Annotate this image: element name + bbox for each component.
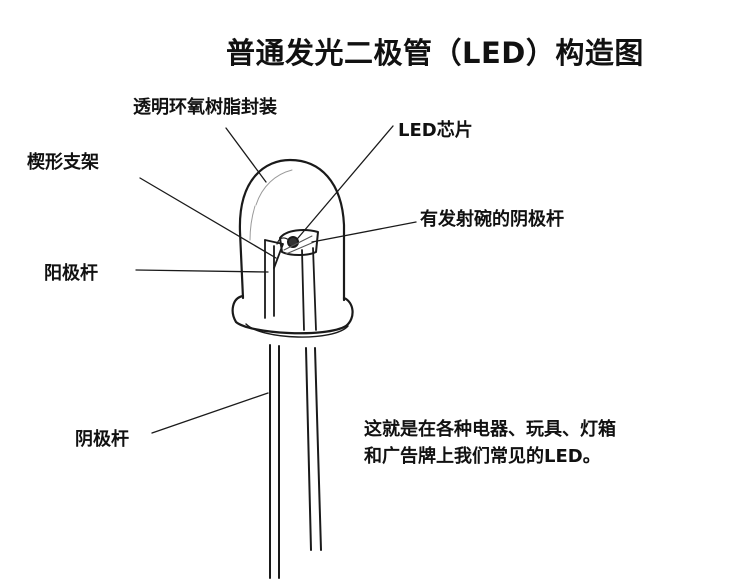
page-title: 普通发光二极管（LED）构造图 <box>226 36 644 70</box>
label-encapsulation: 透明环氧树脂封装 <box>133 97 277 118</box>
description: 这就是在各种电器、玩具、灯箱 和广告牌上我们常见的LED。 <box>364 416 616 470</box>
label-cathode-with-cup: 有发射碗的阴极杆 <box>420 209 564 230</box>
leader-cathode <box>151 392 269 434</box>
leader-encapsulation <box>225 127 267 183</box>
anode-lead <box>269 344 280 579</box>
bond-wire <box>276 237 290 245</box>
leader-cathode-cup <box>311 221 417 243</box>
label-anode: 阳极杆 <box>44 263 98 284</box>
cup-shade <box>283 235 315 255</box>
label-wedge-support: 楔形支架 <box>27 152 99 173</box>
internal-cathode-post <box>301 247 317 331</box>
leader-anode <box>135 269 269 273</box>
description-line-1: 这就是在各种电器、玩具、灯箱 <box>364 419 616 440</box>
led-flange <box>231 294 354 335</box>
label-led-chip: LED芯片 <box>398 120 473 141</box>
dome-highlight-2 <box>249 205 256 241</box>
wedge-support <box>264 239 284 269</box>
label-cathode: 阴极杆 <box>75 429 129 450</box>
led-flange-bottom <box>245 323 349 338</box>
dome-highlight <box>255 169 293 206</box>
reflector-cup <box>279 229 319 256</box>
leader-chip <box>297 125 394 239</box>
internal-anode-post <box>264 239 275 319</box>
cathode-lead <box>305 347 322 551</box>
description-line-2: 和广告牌上我们常见的LED。 <box>364 446 601 467</box>
led-dome <box>238 158 346 302</box>
leader-wedge <box>139 177 277 259</box>
